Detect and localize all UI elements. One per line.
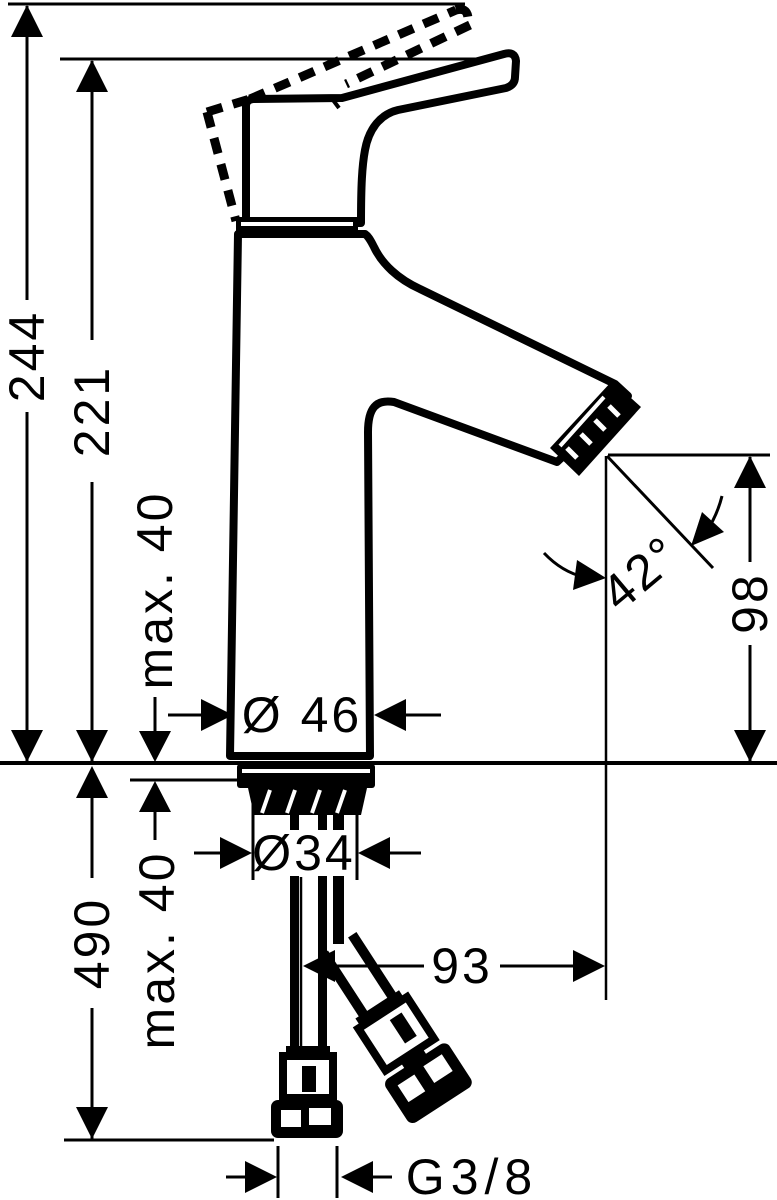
hose2-right-wall bbox=[348, 932, 401, 1005]
dim-shank-diameter-label: Ø34 bbox=[252, 825, 356, 881]
dim-spout-angle: 42° bbox=[542, 454, 724, 1000]
mounting-flange bbox=[237, 764, 375, 788]
hose-angled-connector bbox=[319, 932, 472, 1124]
dim-handle-height: 221 bbox=[64, 60, 120, 762]
dim-hose-length: 490 bbox=[64, 766, 120, 1139]
faucet-body-outline bbox=[226, 230, 632, 760]
thread-hatch bbox=[260, 789, 347, 814]
hose2-upper bbox=[333, 814, 344, 944]
dim-hose-length-label: 490 bbox=[64, 897, 120, 989]
angle-line-42 bbox=[605, 454, 715, 570]
nut2-detail bbox=[389, 1012, 417, 1044]
dim-max40-upper: max. 40 bbox=[127, 491, 183, 762]
hose-right-wall bbox=[318, 814, 327, 1054]
dim-outlet-height: 98 bbox=[722, 456, 777, 762]
connector2-body bbox=[385, 1043, 472, 1124]
dim-hose-thread: G3/8 bbox=[226, 1146, 538, 1200]
extension-lines bbox=[0, 2, 777, 1142]
connector2-window-2 bbox=[423, 1054, 453, 1084]
dim-overall-height-label: 244 bbox=[0, 310, 55, 402]
mounting-hardware bbox=[237, 764, 472, 1138]
nut-cap bbox=[286, 1046, 330, 1056]
dim-max40-lower: max. 40 bbox=[129, 781, 185, 1049]
handle-raised-dashed-outline bbox=[202, 4, 475, 223]
hose-vertical-connector bbox=[271, 1046, 343, 1138]
dim-shank-diameter: Ø34 bbox=[194, 800, 421, 881]
nut-detail bbox=[302, 1066, 316, 1092]
label-mask bbox=[252, 830, 358, 876]
dim-max40-upper-label: max. 40 bbox=[127, 491, 183, 690]
connector2-tab bbox=[399, 1047, 428, 1070]
dim-max40-lower-label: max. 40 bbox=[129, 851, 185, 1050]
aerator-notches bbox=[565, 404, 621, 460]
dim-handle-height-label: 221 bbox=[64, 365, 120, 457]
dim-outlet-height-label: 98 bbox=[722, 572, 777, 634]
connector2-window-1 bbox=[397, 1074, 426, 1103]
handle-collar-slit bbox=[241, 222, 353, 226]
dim-spout-reach-label: 93 bbox=[431, 938, 493, 994]
dim-body-diameter-label: Ø 46 bbox=[242, 687, 362, 743]
hose-left-wall bbox=[290, 814, 299, 1054]
connector-window-2 bbox=[309, 1108, 331, 1125]
connector-window-1 bbox=[281, 1110, 301, 1127]
flange-slit bbox=[242, 769, 370, 773]
lever-pivot-tick bbox=[331, 98, 341, 110]
dim-spout-reach: 93 bbox=[303, 938, 605, 994]
faucet bbox=[202, 4, 641, 760]
dim-overall-height: 244 bbox=[0, 5, 55, 762]
handle-lever-outline bbox=[242, 49, 520, 227]
aerator-ring-slit bbox=[558, 395, 606, 448]
dim-body-diameter: Ø 46 bbox=[168, 687, 441, 743]
dim-hose-thread-label: G3/8 bbox=[406, 1149, 538, 1200]
